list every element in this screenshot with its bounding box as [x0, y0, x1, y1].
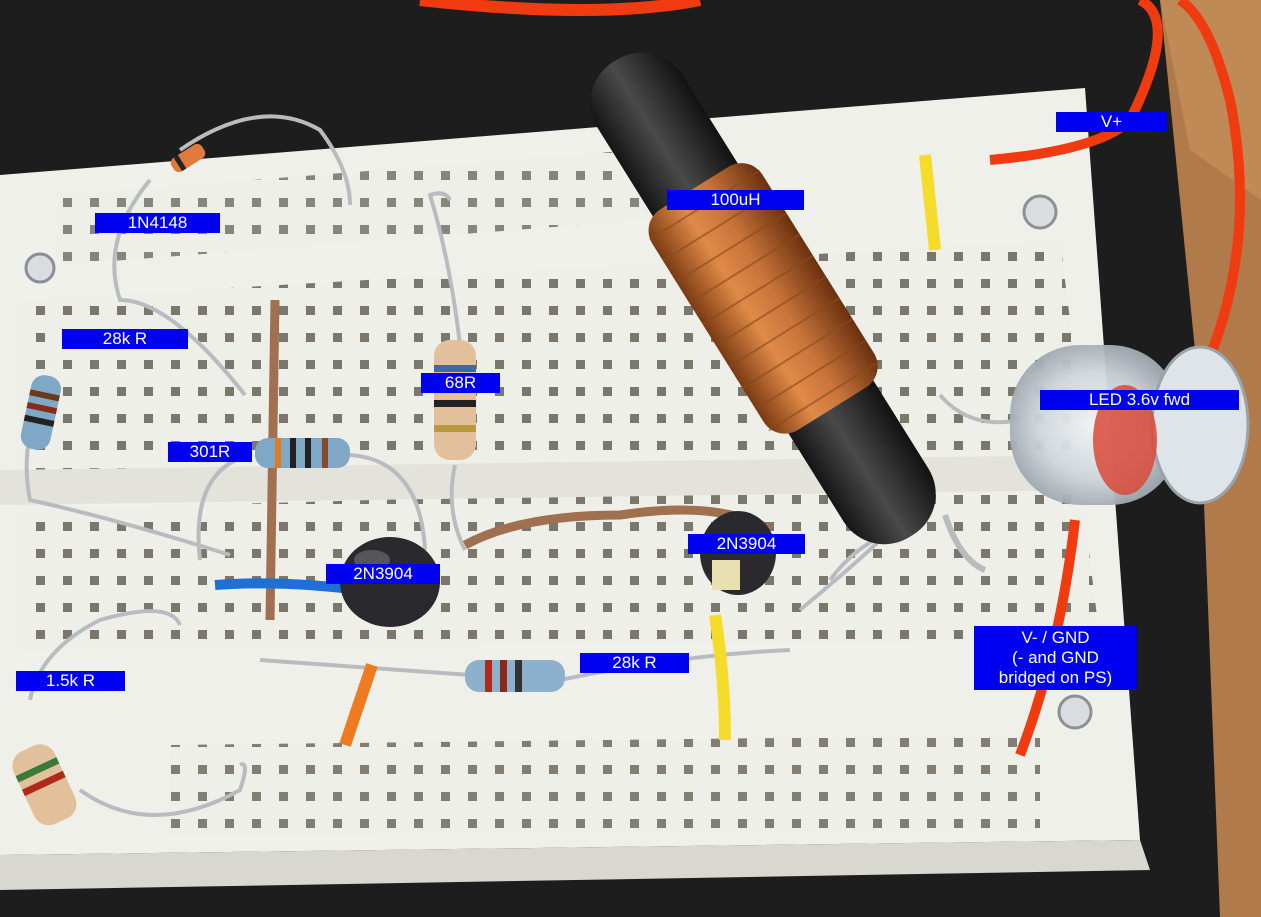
- label-100uh: 100uH: [667, 190, 804, 210]
- led-body: [1010, 345, 1250, 505]
- screw-top-right: [1022, 194, 1058, 230]
- resistor-68-body: [434, 340, 476, 460]
- label-301r: 301R: [168, 442, 252, 462]
- resistor-28k-top-body: [20, 375, 61, 450]
- label-v-plus: V+: [1056, 112, 1167, 132]
- orange-jumper: [339, 663, 378, 747]
- screw-bottom-right: [1057, 694, 1093, 730]
- label-2n3904-right: 2N3904: [688, 534, 805, 554]
- resistor-28k-bottom-body: [465, 660, 565, 692]
- label-2n3904-left: 2N3904: [326, 564, 440, 584]
- red-wire-top: [419, 0, 702, 16]
- label-1n4148: 1N4148: [95, 213, 220, 233]
- yellow-jumper-bottom: [709, 614, 731, 741]
- red-wire-right: [1177, 0, 1245, 383]
- screw-left: [24, 252, 56, 284]
- label-1-5k: 1.5k R: [16, 671, 125, 691]
- resistor-1-5k-body: [12, 744, 77, 826]
- label-led: LED 3.6v fwd: [1040, 390, 1239, 410]
- diode-body: [170, 143, 206, 173]
- breadboard-rail-top: [60, 145, 710, 265]
- label-gnd: V- / GND (- and GND bridged on PS): [974, 626, 1137, 690]
- label-28k-top: 28k R: [62, 329, 188, 349]
- breadboard-holes-bottom: [20, 480, 1100, 650]
- resistor-301-body: [255, 438, 350, 468]
- label-28k-bottom: 28k R: [580, 653, 689, 673]
- label-68r: 68R: [421, 373, 500, 393]
- inductor-body: [590, 52, 936, 545]
- yellow-jumper-top: [919, 154, 941, 251]
- breadboard-rail-bottom: [170, 735, 1040, 835]
